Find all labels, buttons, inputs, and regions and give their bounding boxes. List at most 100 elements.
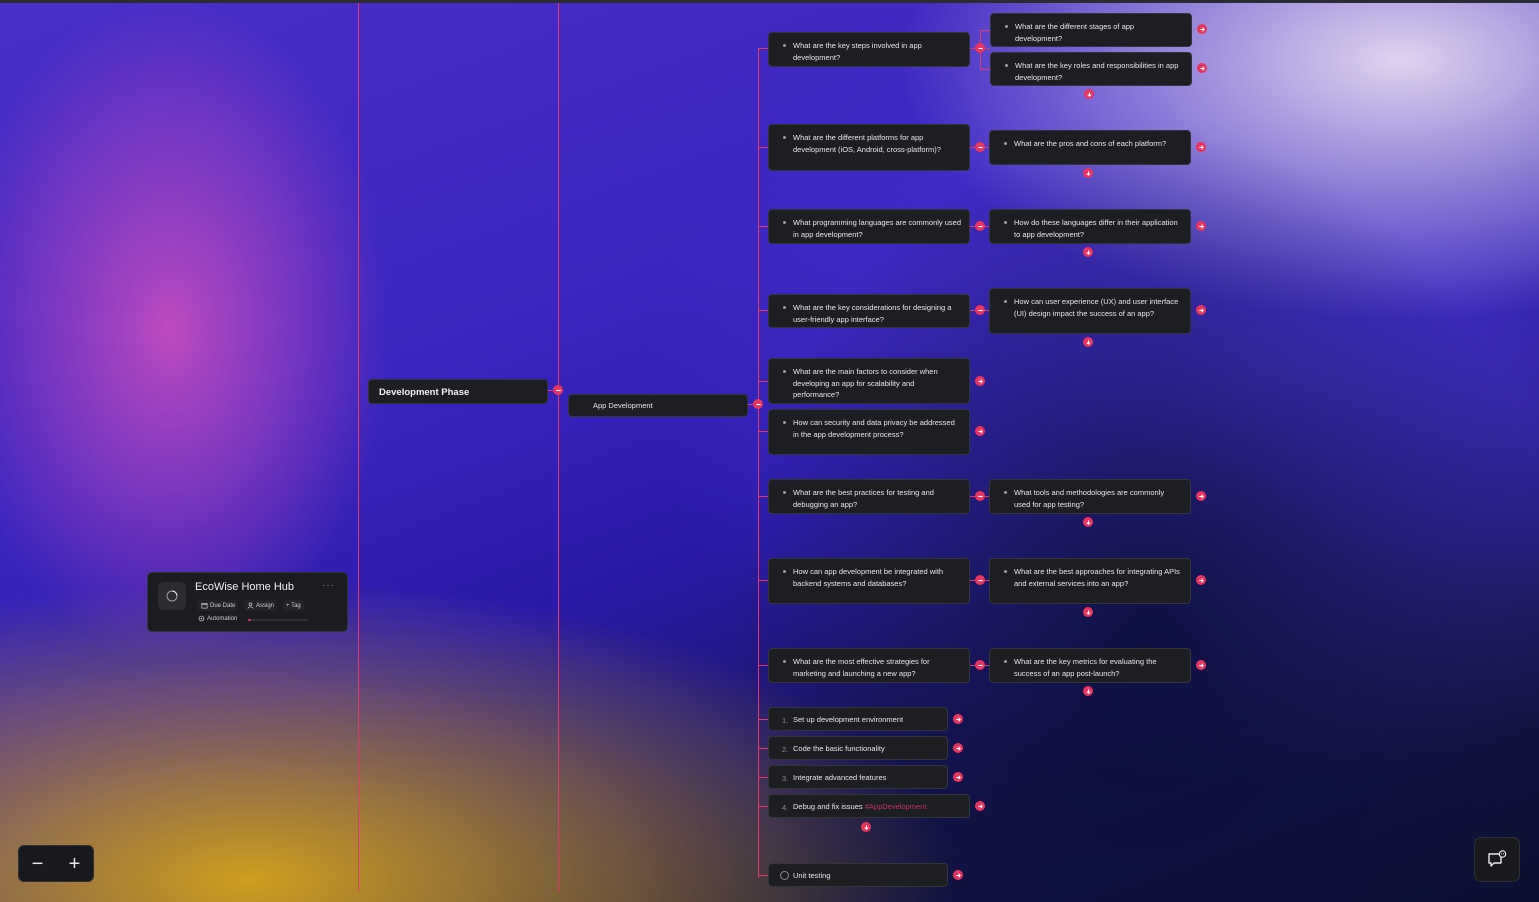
bullet (783, 370, 786, 373)
automation-chip[interactable]: Automation (198, 615, 237, 622)
connector-line (758, 226, 768, 227)
bullet (1004, 570, 1007, 573)
collapse-button[interactable] (753, 399, 763, 409)
connector-line (758, 48, 759, 878)
hashtag[interactable]: #AppDevelopment (864, 802, 927, 811)
arrow-right-icon (1198, 223, 1204, 229)
child-question-node[interactable]: What tools and methodologies are commonl… (989, 479, 1191, 514)
expand-button[interactable] (953, 714, 963, 724)
add-below-button[interactable] (1083, 168, 1093, 178)
assign-chip[interactable]: Assign (244, 600, 278, 611)
collapse-button[interactable] (975, 491, 985, 501)
child-question-node[interactable]: What are the different stages of app dev… (990, 13, 1192, 47)
arrow-right-icon (1199, 26, 1205, 32)
expand-button[interactable] (1196, 575, 1206, 585)
zoom-in-button[interactable]: + (68, 852, 81, 875)
connector-line (758, 48, 768, 49)
expand-button[interactable] (1196, 221, 1206, 231)
node-development-phase[interactable]: Development Phase (368, 379, 548, 404)
question-node[interactable]: What are the main factors to consider wh… (768, 358, 970, 404)
tag-chip[interactable]: + Tag (283, 600, 304, 611)
expand-button[interactable] (975, 801, 985, 811)
expand-button[interactable] (1196, 660, 1206, 670)
expand-button[interactable] (1197, 63, 1207, 73)
user-icon (247, 602, 254, 609)
node-label: Unit testing (793, 871, 831, 880)
minus-icon (977, 225, 983, 227)
arrow-right-icon (1198, 662, 1204, 668)
child-question-node[interactable]: What are the pros and cons of each platf… (989, 130, 1191, 165)
connector-line (758, 665, 768, 666)
question-node[interactable]: What are the best practices for testing … (768, 479, 970, 514)
bullet (1004, 221, 1007, 224)
add-below-button[interactable] (861, 822, 871, 832)
node-label: App Development (593, 401, 653, 410)
question-node[interactable]: How can app development be integrated wi… (768, 558, 970, 604)
add-below-button[interactable] (1083, 517, 1093, 527)
node-label: What are the key steps involved in app d… (793, 41, 922, 62)
step-node[interactable]: 1. Set up development environment (768, 707, 948, 731)
expand-button[interactable] (1196, 305, 1206, 315)
expand-button[interactable] (953, 743, 963, 753)
node-label: What are the main factors to consider wh… (793, 367, 938, 399)
bullet (1005, 25, 1008, 28)
connector-line (758, 875, 768, 876)
arrow-right-icon (977, 428, 983, 434)
question-node[interactable]: What programming languages are commonly … (768, 209, 970, 244)
node-label: How can app development be integrated wi… (793, 567, 944, 588)
expand-button[interactable] (953, 772, 963, 782)
bullet (783, 570, 786, 573)
child-question-node[interactable]: What are the key metrics for evaluating … (989, 648, 1191, 683)
question-node[interactable]: How can security and data privacy be add… (768, 409, 970, 455)
collapse-button[interactable] (975, 660, 985, 670)
bullet (783, 491, 786, 494)
bullet (783, 306, 786, 309)
expand-button[interactable] (953, 870, 963, 880)
add-below-button[interactable] (1084, 89, 1094, 99)
minus-icon (977, 146, 983, 148)
assign-label: Assign (256, 602, 275, 609)
expand-button[interactable] (975, 426, 985, 436)
collapse-button[interactable] (975, 575, 985, 585)
node-label: What are the key roles and responsibilit… (1015, 61, 1179, 82)
add-below-button[interactable] (1083, 607, 1093, 617)
collapse-button[interactable] (975, 142, 985, 152)
question-node[interactable]: What are the key considerations for desi… (768, 294, 970, 328)
collapse-button[interactable] (975, 43, 985, 53)
node-app-development[interactable]: App Development (568, 394, 748, 417)
due-date-chip[interactable]: Due Date (198, 600, 239, 611)
collapse-button[interactable] (975, 221, 985, 231)
add-below-button[interactable] (1083, 686, 1093, 696)
question-node[interactable]: What are the different platforms for app… (768, 124, 970, 171)
ai-chat-button[interactable] (1474, 837, 1520, 882)
child-question-node[interactable]: What are the best approaches for integra… (989, 558, 1191, 604)
add-below-button[interactable] (1083, 247, 1093, 257)
expand-button[interactable] (1196, 491, 1206, 501)
task-checkbox[interactable] (780, 871, 789, 880)
connector-line (758, 310, 768, 311)
child-question-node[interactable]: How can user experience (UX) and user in… (989, 288, 1191, 334)
collapse-button[interactable] (553, 385, 563, 395)
task-node[interactable]: Unit testing (768, 863, 948, 887)
more-options-button[interactable]: ··· (322, 580, 335, 591)
project-card[interactable]: EcoWise Home Hub ··· Due Date Assign + T… (147, 572, 348, 632)
progress-fill (248, 619, 251, 621)
step-node[interactable]: 3. Integrate advanced features (768, 765, 948, 789)
tag-label: + Tag (286, 602, 301, 609)
expand-button[interactable] (975, 376, 985, 386)
step-node[interactable]: 4. Debug and fix issues #AppDevelopment (768, 794, 970, 818)
arrow-down-icon (1085, 609, 1091, 615)
expand-button[interactable] (1197, 24, 1207, 34)
question-node[interactable]: What are the key steps involved in app d… (768, 32, 970, 67)
question-node[interactable]: What are the most effective strategies f… (768, 648, 970, 683)
zoom-out-button[interactable]: − (31, 852, 44, 875)
minus-icon (977, 579, 983, 581)
expand-button[interactable] (1196, 142, 1206, 152)
bullet (1004, 300, 1007, 303)
child-question-node[interactable]: How do these languages differ in their a… (989, 209, 1191, 244)
child-question-node[interactable]: What are the key roles and responsibilit… (990, 52, 1192, 86)
collapse-button[interactable] (975, 305, 985, 315)
connector-line (758, 381, 768, 382)
step-node[interactable]: 2. Code the basic functionality (768, 736, 948, 760)
add-below-button[interactable] (1083, 337, 1093, 347)
